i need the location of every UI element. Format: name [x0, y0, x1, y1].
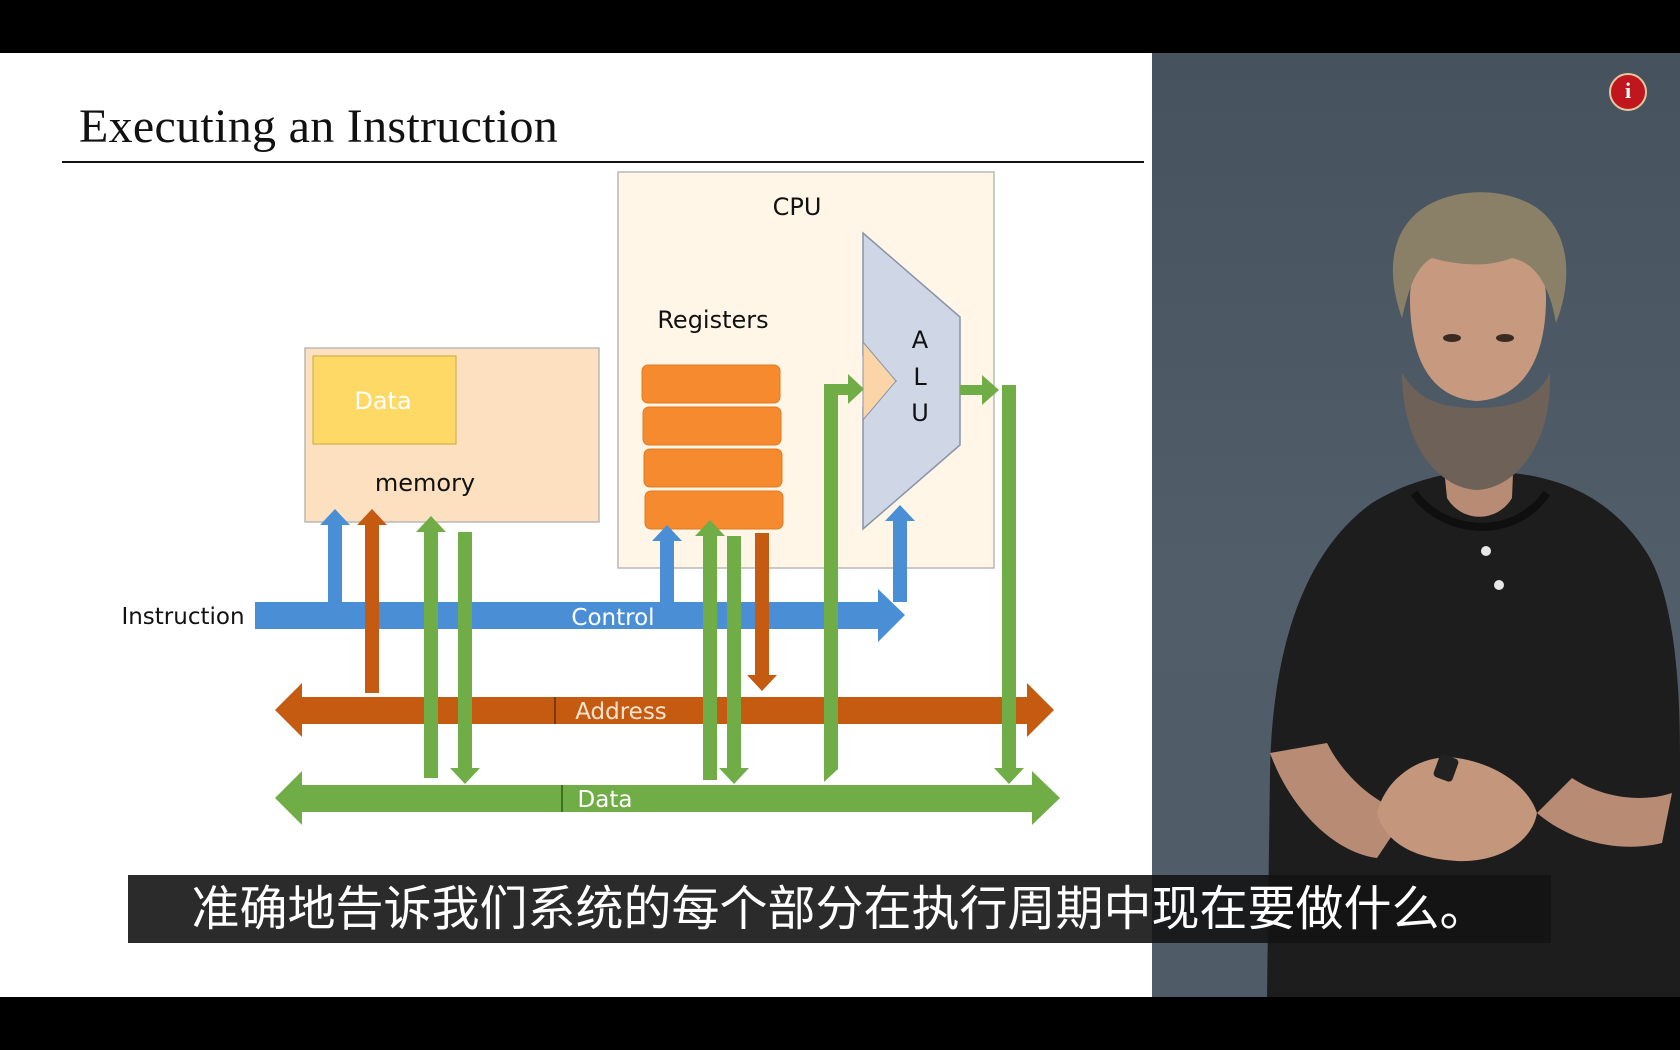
presenter-beard [1402, 373, 1551, 490]
presenter-left-eye [1443, 334, 1461, 342]
subtitle-box: 准确地告诉我们系统的每个部分在执行周期中现在要做什么。 [128, 875, 1551, 943]
register-4 [644, 490, 784, 530]
registers-to-address-arrow [747, 533, 777, 691]
alu-to-data-arrow-head [960, 375, 999, 405]
alu-letter-l: L [913, 363, 927, 391]
presenter-panel [1152, 53, 1680, 997]
alu-to-data-arrow [994, 385, 1024, 784]
bottom-letterbox [0, 997, 1680, 1050]
data-to-memory-arrow [416, 516, 446, 778]
registers-label: Registers [657, 306, 768, 334]
control-bus [255, 589, 905, 642]
data-to-alu-arrow-head [824, 374, 864, 404]
presenter-face [1410, 238, 1546, 401]
presenter-collar [1410, 490, 1551, 531]
data-to-registers-arrow [695, 520, 725, 780]
slide-title: Executing an Instruction [79, 100, 559, 153]
instruction-label: Instruction [121, 604, 244, 630]
control-to-memory-arrow [320, 509, 350, 602]
cpu-label: CPU [773, 193, 822, 221]
memory-data-label: Data [354, 387, 411, 415]
cpu-diagram: CPU Registers A L U Data memory Instruct… [121, 171, 1060, 825]
register-2 [642, 406, 782, 446]
data-bus-label: Data [578, 787, 633, 813]
presenter-hair [1392, 192, 1567, 323]
memory-to-data-arrow [450, 532, 480, 784]
presenter-left-arm [1270, 743, 1407, 858]
control-to-registers-arrow [652, 525, 682, 602]
presenter-right-eye [1496, 334, 1514, 342]
data-bus [275, 771, 1060, 825]
shirt-button-2 [1494, 580, 1504, 590]
presenter-right-arm [1537, 778, 1672, 847]
presenter-figure [1267, 192, 1680, 997]
address-to-memory-arrow [357, 509, 387, 693]
alu-letter-u: U [911, 399, 929, 427]
registers-to-data-arrow [719, 536, 749, 784]
data-to-alu-arrow [824, 395, 838, 782]
alu-input-triangle [862, 340, 897, 422]
register-1 [641, 364, 781, 404]
subtitle-text: 准确地告诉我们系统的每个部分在执行周期中现在要做什么。 [191, 881, 1488, 937]
university-seal-icon: i [1609, 73, 1647, 111]
control-to-alu-arrow [885, 505, 915, 602]
top-letterbox [0, 0, 1680, 53]
control-bus-label: Control [571, 605, 654, 631]
shirt-button-1 [1481, 546, 1491, 556]
register-3 [643, 448, 783, 488]
title-rule [62, 161, 1144, 163]
presenter-clicker [1433, 754, 1459, 782]
memory-label: memory [375, 469, 475, 497]
memory-data-block [312, 355, 457, 445]
presenter-hands [1377, 757, 1537, 862]
presenter-shirt [1267, 468, 1680, 997]
alu-letter-a: A [912, 326, 929, 354]
lecture-slide: Executing an Instruction CPU Registers A… [0, 53, 1152, 997]
address-bus-label: Address [575, 699, 667, 725]
